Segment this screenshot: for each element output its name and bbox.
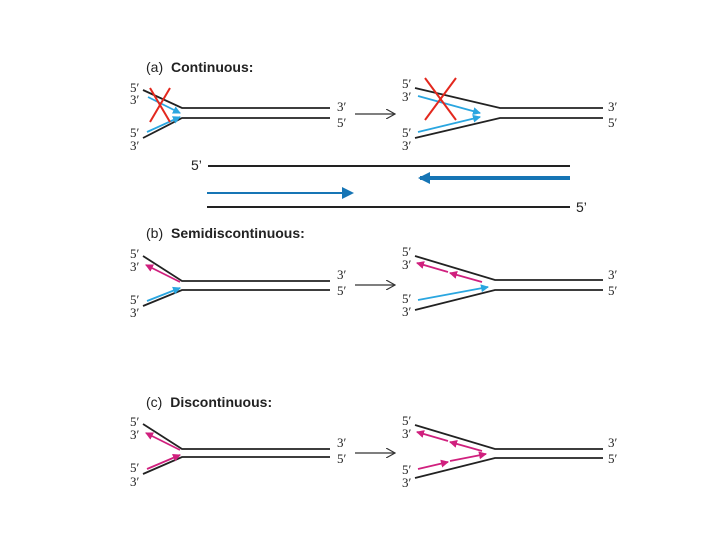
lagging-fragment-top-2: [416, 430, 449, 442]
end-label: 3′: [402, 475, 412, 490]
parental-strand-top: [414, 255, 603, 281]
leading-primer-bottom: [146, 116, 181, 133]
parental-strand-top: [414, 87, 603, 109]
section-b-letter: (b): [146, 225, 163, 241]
section-b-heading: (b) Semidiscontinuous:: [146, 225, 305, 241]
end-label: 5′: [402, 291, 412, 306]
lagging-fragment-2: [416, 261, 449, 273]
end-label: 5′: [608, 283, 618, 298]
parental-strand-top: [414, 424, 603, 450]
end-label: 5′: [130, 460, 140, 475]
end-label: 5′: [337, 115, 347, 130]
end-label: 3′: [130, 138, 140, 153]
end-label: 5′: [130, 246, 140, 261]
cross-mark-stroke-2: [424, 77, 457, 121]
section-a-left-fork: [142, 87, 330, 139]
overlay-top-left-label: 5’: [191, 157, 202, 173]
end-label: 3′: [337, 267, 347, 282]
leading-primer: [146, 286, 181, 302]
end-label: 5′: [402, 462, 412, 477]
section-a-letter: (a): [146, 59, 163, 75]
parental-strand-bottom: [414, 457, 603, 479]
lagging-fragment-bottom-2: [449, 451, 487, 462]
leading-primer-bottom: [417, 114, 481, 133]
end-label: 5′: [337, 451, 347, 466]
end-label: 3′: [402, 257, 412, 272]
end-label: 5′: [608, 451, 618, 466]
section-a-continuous: (a) Continuous: 5′ 3′ 5′ 3′ 3′ 5′ 5′: [130, 59, 618, 153]
end-label: 3′: [608, 99, 618, 114]
lagging-fragment-bottom-1: [417, 459, 449, 470]
section-c-letter: (c): [146, 394, 162, 410]
end-label: 5′: [402, 244, 412, 259]
parental-strand-top: [142, 423, 330, 450]
section-a-heading: (a) Continuous:: [146, 59, 253, 75]
end-label: 5′: [402, 76, 412, 91]
section-c-heading: (c) Discontinuous:: [146, 394, 272, 410]
end-label: 3′: [402, 304, 412, 319]
section-b-right-fork: [414, 255, 603, 311]
leading-primer: [417, 284, 489, 301]
lagging-fragment-top-1: [449, 440, 483, 452]
cross-mark-stroke-2: [149, 87, 171, 123]
section-c-left-fork: [142, 423, 330, 475]
end-label: 3′: [130, 305, 140, 320]
end-label: 3′: [130, 92, 140, 107]
section-c-right-fork: [414, 424, 603, 479]
section-a-right-fork: [414, 77, 603, 139]
end-label: 3′: [402, 426, 412, 441]
section-b-left-fork: [142, 255, 330, 307]
parental-strand-bottom: [414, 289, 603, 311]
end-label: 5′: [130, 292, 140, 307]
section-b-semidiscontinuous: (b) Semidiscontinuous: 5′ 3′ 5′ 3′ 3′ 5′…: [130, 225, 618, 320]
parental-strand-bottom: [414, 117, 603, 139]
lagging-fragment: [145, 264, 181, 283]
end-label: 5′: [608, 115, 618, 130]
section-c-title: Discontinuous:: [170, 394, 272, 410]
parental-strand-bottom: [142, 117, 330, 139]
section-c-discontinuous: (c) Discontinuous: 5′ 3′ 5′ 3′ 3′ 5′ 5′ …: [130, 394, 618, 490]
end-label: 5′: [402, 413, 412, 428]
leading-primer-top: [417, 95, 481, 116]
end-label: 3′: [402, 89, 412, 104]
end-label: 5′: [337, 283, 347, 298]
end-label: 3′: [608, 435, 618, 450]
section-b-title: Semidiscontinuous:: [171, 225, 305, 241]
parental-strand-top: [142, 255, 330, 282]
lagging-fragment-1: [449, 271, 483, 283]
overlay-bottom-right-label: 5’: [576, 199, 587, 215]
end-label: 3′: [130, 474, 140, 489]
end-label: 5′: [130, 80, 140, 95]
parental-strand-top: [142, 89, 330, 109]
parental-strand-bottom: [142, 456, 330, 475]
end-label: 5′: [130, 125, 140, 140]
overlay-annotation: 5’ 5’: [191, 157, 587, 215]
lagging-fragment-top: [145, 432, 181, 451]
end-label: 3′: [337, 435, 347, 450]
leading-primer-top: [147, 96, 181, 114]
section-a-title: Continuous:: [171, 59, 253, 75]
parental-strand-bottom: [142, 289, 330, 307]
end-label: 3′: [130, 259, 140, 274]
end-label: 5′: [130, 414, 140, 429]
end-label: 3′: [402, 138, 412, 153]
end-label: 5′: [402, 125, 412, 140]
end-label: 3′: [608, 267, 618, 282]
lagging-fragment-bottom: [146, 454, 181, 470]
end-label: 3′: [337, 99, 347, 114]
end-label: 3′: [130, 427, 140, 442]
